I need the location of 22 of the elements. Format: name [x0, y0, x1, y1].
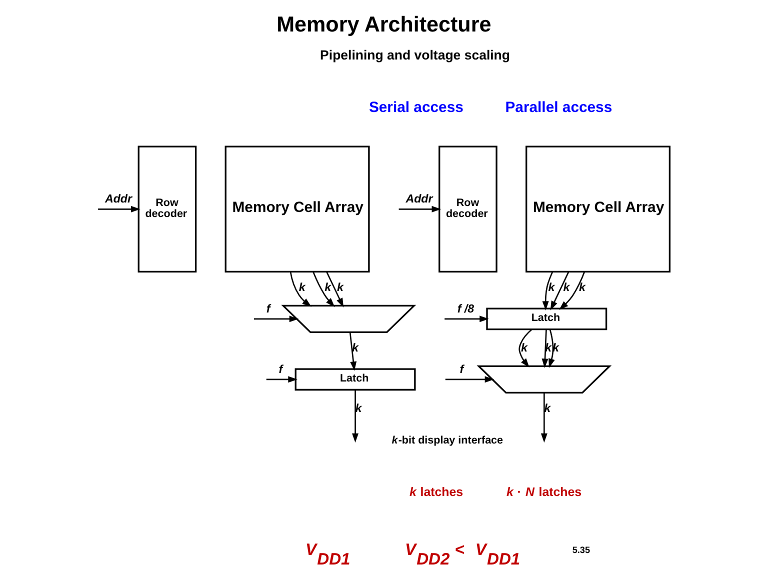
edge-label: f — [266, 303, 270, 316]
edge-label: f — [278, 364, 283, 376]
edge-label: Addr — [105, 194, 132, 206]
edge-label: k — [563, 282, 570, 294]
edge-label: k — [578, 282, 586, 294]
label: k · N latches — [506, 484, 582, 499]
label: k latches — [410, 484, 464, 499]
edge-label: k — [337, 282, 344, 294]
edge-label: k — [352, 342, 358, 354]
edge-label: k — [324, 282, 332, 294]
edge-label: f — [460, 364, 464, 376]
label: Serial access — [368, 100, 464, 116]
label: Pipelining and voltage scaling — [320, 47, 510, 62]
label: k-bit display interface — [392, 434, 504, 447]
edge-label: k — [548, 282, 555, 294]
label: Parallel access — [505, 100, 612, 116]
edge-label: f /8 — [457, 303, 474, 316]
edge-label: Addr — [406, 194, 433, 206]
edge-label: k — [298, 282, 306, 294]
diagram-title: Memory Architecture — [276, 12, 492, 36]
label: 5.35 — [572, 545, 590, 556]
edge-label: k — [520, 342, 528, 354]
